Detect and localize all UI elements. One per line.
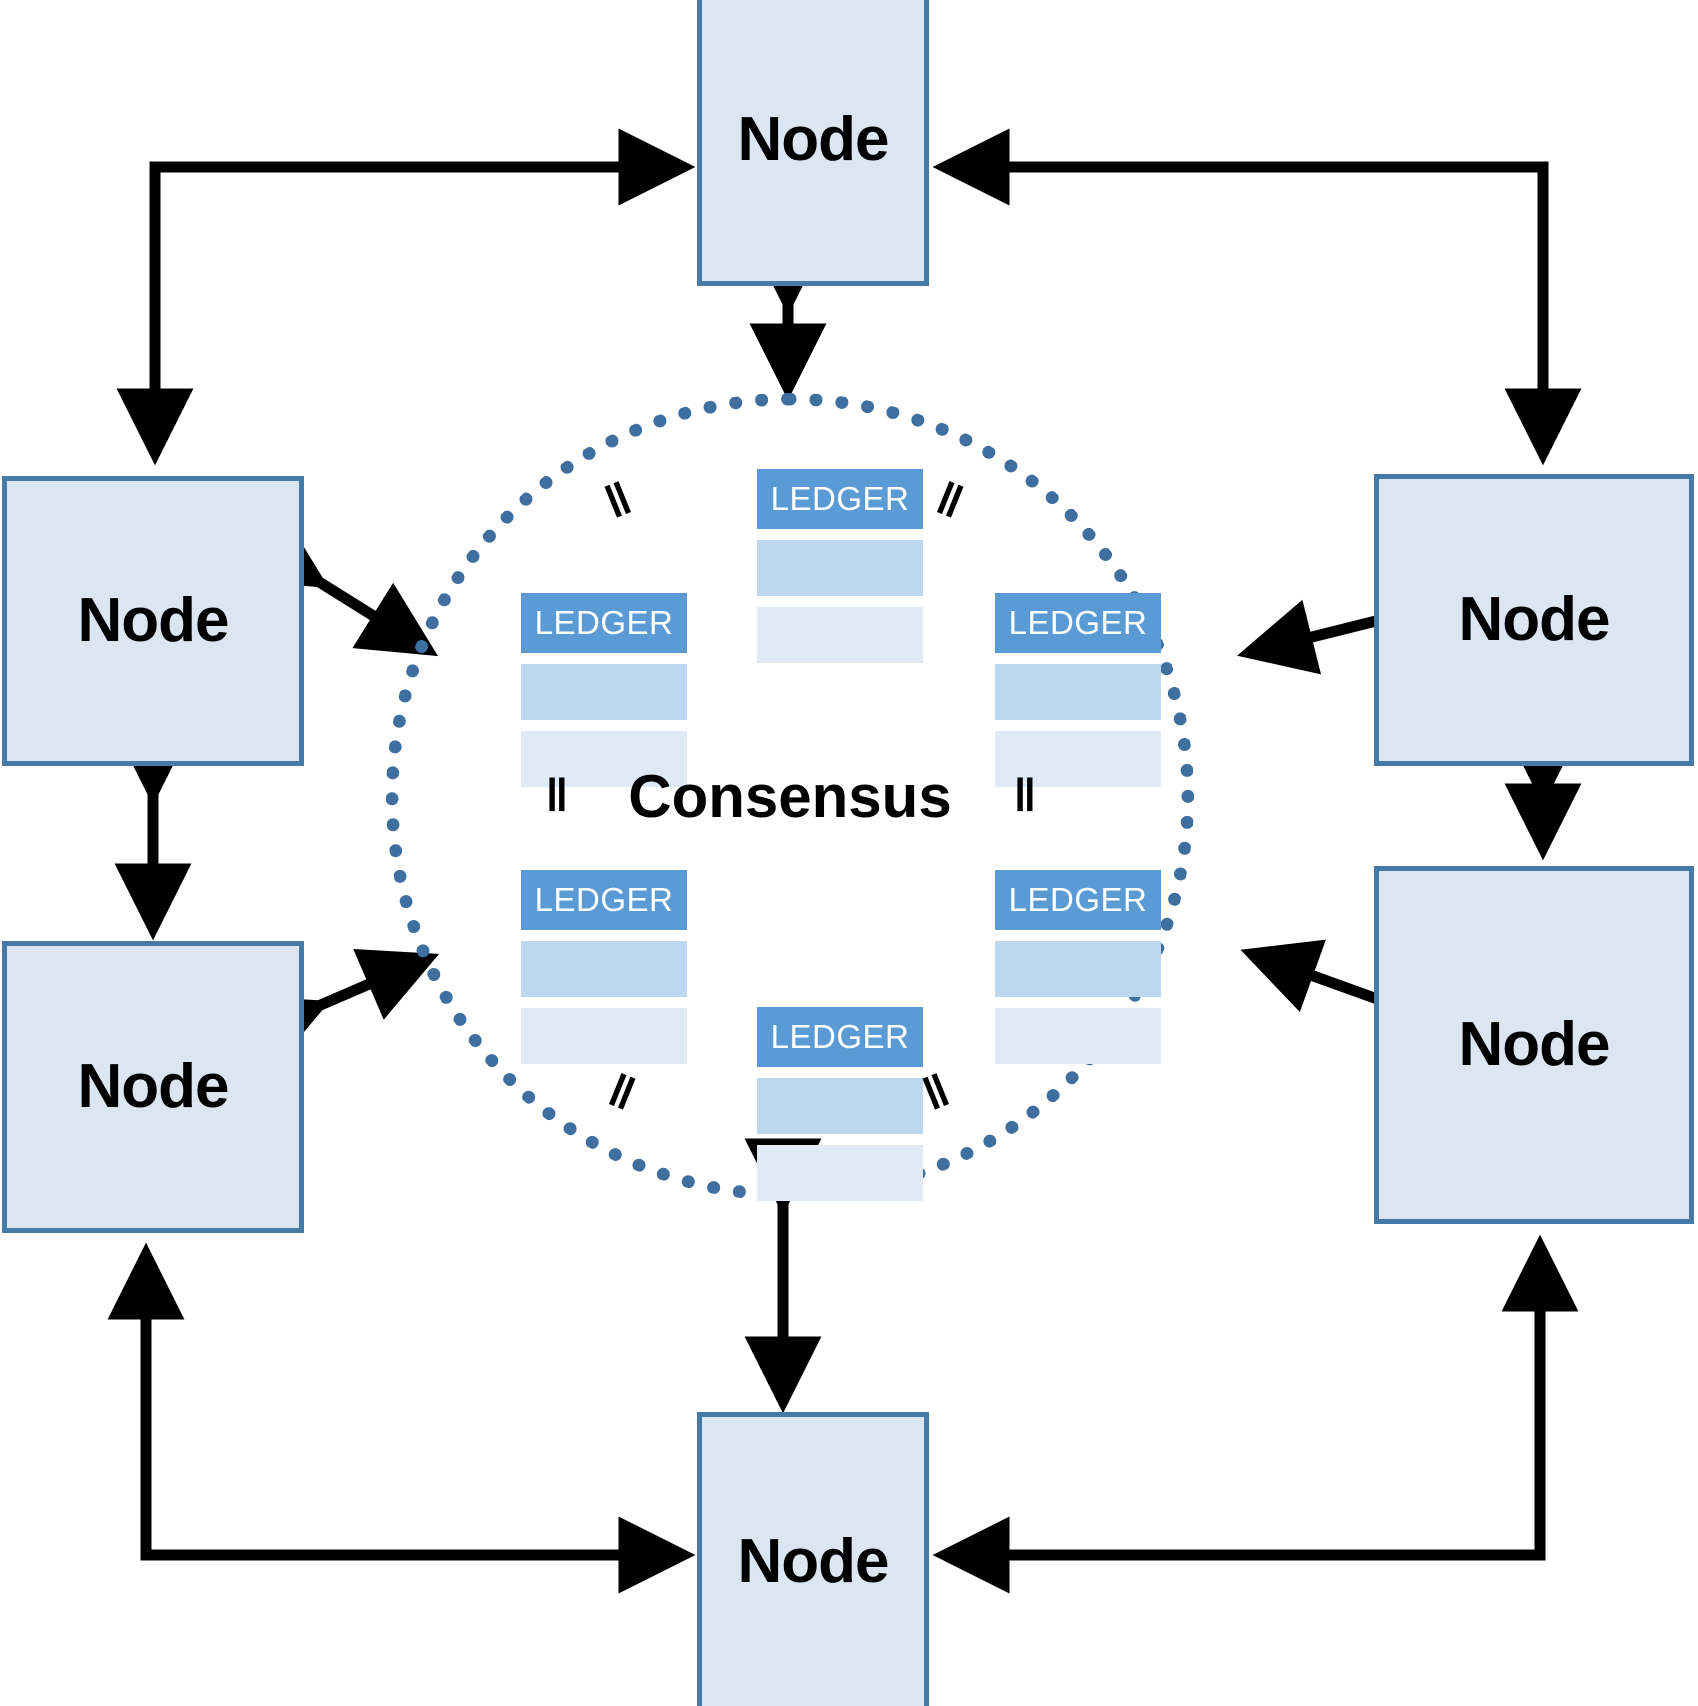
node-left-lower-label: Node: [77, 1052, 230, 1121]
equals-mark-mid-left: ‖: [545, 769, 569, 821]
ledger-right-lower-bar-1: [995, 941, 1161, 997]
connector-rightlower-to-consensus: [1240, 939, 1451, 1058]
ledger-bottom-header: LEDGER: [757, 1007, 923, 1067]
equals-mark-mid-right: ‖: [1013, 769, 1037, 821]
node-bottom-label: Node: [737, 1527, 890, 1596]
connector-rightupper-to-consensus: [1237, 567, 1450, 675]
ledger-top-bar-1: [757, 540, 923, 596]
connector-rightlower-to-bottom: [932, 1234, 1579, 1594]
ledger-left-lower-bar-2: [521, 1008, 687, 1064]
connector-leftupper-to-consensus: [243, 514, 439, 657]
ledger-card-bottom[interactable]: LEDGER: [757, 1007, 923, 1201]
ledger-left-upper-bar-2: [521, 731, 687, 787]
node-top-label: Node: [737, 105, 890, 174]
ledger-bottom-bar-2: [757, 1145, 923, 1201]
node-top[interactable]: Node: [697, 0, 929, 286]
ledger-right-lower-header: LEDGER: [995, 870, 1161, 930]
ledger-right-upper-bar-1: [995, 664, 1161, 720]
ledger-top-header: LEDGER: [757, 469, 923, 529]
node-left-lower[interactable]: Node: [2, 941, 304, 1233]
ledger-left-upper-header: LEDGER: [521, 593, 687, 653]
ledger-card-left-lower[interactable]: LEDGER: [521, 870, 687, 1064]
ledger-card-right-lower[interactable]: LEDGER: [995, 870, 1161, 1064]
connector-leftlower-to-bottom: [107, 1242, 696, 1594]
connector-leftlower-to-consensus: [244, 949, 440, 1067]
node-right-lower-label: Node: [1458, 1010, 1611, 1079]
ledger-left-lower-header: LEDGER: [521, 870, 687, 930]
connector-leftupper-to-top: [116, 128, 696, 466]
node-right-upper[interactable]: Node: [1374, 474, 1694, 766]
node-left-upper-label: Node: [77, 586, 230, 655]
node-left-upper[interactable]: Node: [2, 476, 304, 766]
ledger-left-upper-bar-1: [521, 664, 687, 720]
node-right-upper-label: Node: [1458, 585, 1611, 654]
ledger-right-upper-bar-2: [995, 731, 1161, 787]
node-bottom[interactable]: Node: [697, 1412, 929, 1706]
ledger-right-upper-header: LEDGER: [995, 593, 1161, 653]
node-right-lower[interactable]: Node: [1374, 866, 1694, 1224]
connector-rightupper-to-top: [932, 128, 1582, 466]
ledger-card-top[interactable]: LEDGER: [757, 469, 923, 663]
consensus-label: Consensus: [628, 763, 952, 830]
ledger-right-lower-bar-2: [995, 1008, 1161, 1064]
ledger-card-left-upper[interactable]: LEDGER: [521, 593, 687, 787]
ledger-left-lower-bar-1: [521, 941, 687, 997]
ledger-card-right-upper[interactable]: LEDGER: [995, 593, 1161, 787]
ledger-bottom-bar-1: [757, 1078, 923, 1134]
ledger-top-bar-2: [757, 607, 923, 663]
